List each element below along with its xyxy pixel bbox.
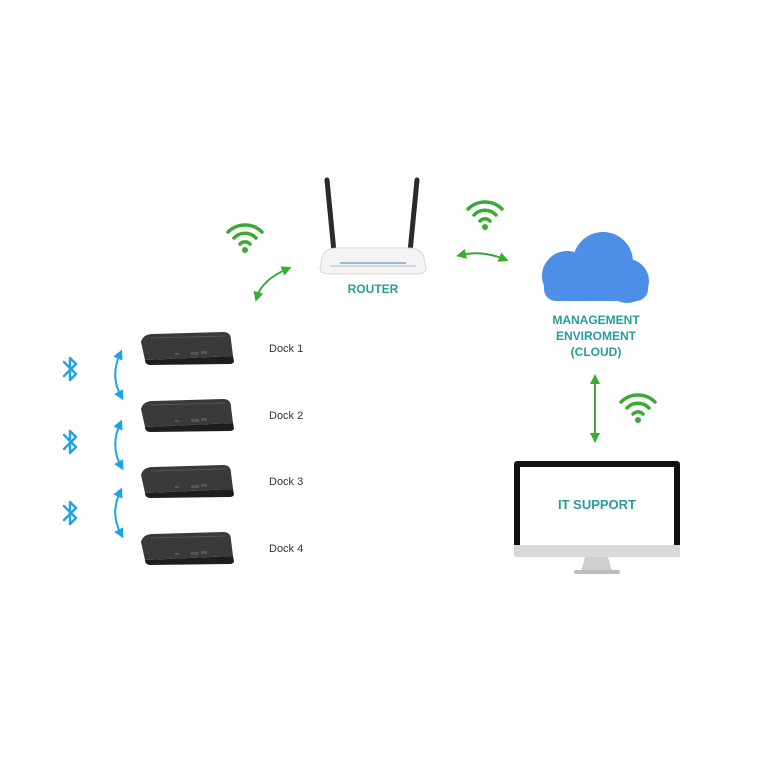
bluetooth-icon [62, 500, 78, 526]
cloud-label-line-2: ENVIROMENT [556, 329, 637, 343]
cloud-label-line-3: (CLOUD) [571, 345, 622, 359]
dock-label: Dock 2 [269, 410, 303, 422]
wifi-icon [619, 393, 657, 425]
wifi-icon [466, 200, 504, 232]
dock-icon [140, 531, 235, 566]
router-label: ROUTER [348, 282, 399, 296]
dock-label: Dock 1 [269, 343, 303, 355]
router-icon [319, 177, 427, 275]
monitor-icon [514, 461, 680, 574]
dock-icon [140, 464, 235, 499]
wifi-icon [226, 223, 264, 255]
bluetooth-icon [62, 429, 78, 455]
bluetooth-link-arrow [113, 419, 124, 471]
bluetooth-link-arrow [113, 349, 124, 401]
cloud-label-line-1: MANAGEMENT [552, 313, 640, 327]
cloud-icon [542, 232, 649, 303]
bluetooth-icon [62, 356, 78, 382]
bluetooth-link-arrow [113, 487, 124, 539]
dock-icon [140, 331, 235, 366]
router-cloud-link-arrow [456, 248, 509, 262]
dock-icon [140, 398, 235, 433]
dock-label: Dock 3 [269, 476, 303, 488]
dock-label: Dock 4 [269, 543, 303, 555]
monitor-label: IT SUPPORT [558, 497, 636, 512]
router-dock-link-arrow [253, 266, 292, 302]
